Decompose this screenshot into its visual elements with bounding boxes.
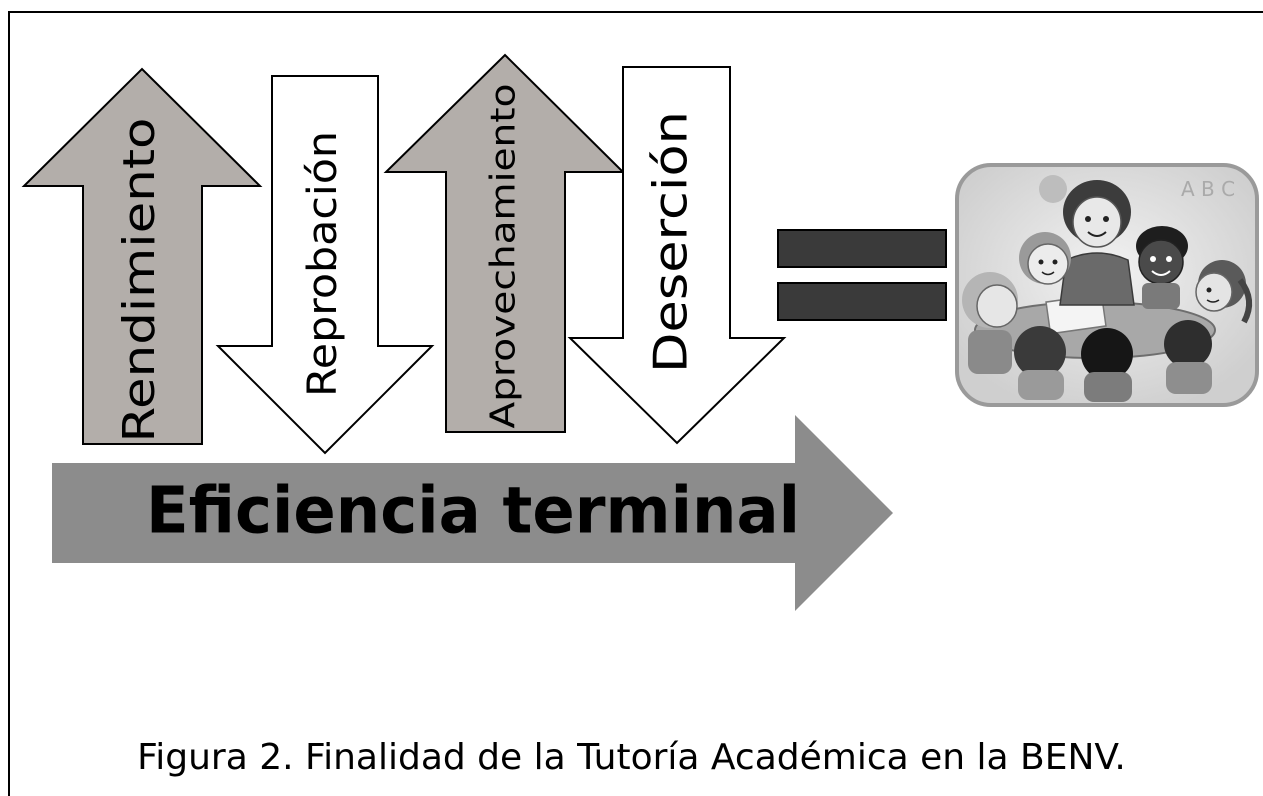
figure-caption: Figura 2. Finalidad de la Tutoría Académ… xyxy=(137,737,1126,778)
arrow-desercion-shape xyxy=(567,66,787,445)
board-letters: A B C xyxy=(1181,177,1235,201)
child-far-left xyxy=(962,272,1018,374)
arrow-rendimiento-shape xyxy=(21,67,263,445)
main-arrow-shape xyxy=(52,415,893,611)
arrow-reprobacion-label: Reprobación xyxy=(300,131,346,397)
arrow-aprovechamiento-shape xyxy=(383,53,626,433)
classroom-illustration: A B C xyxy=(955,163,1259,407)
frame-border xyxy=(8,11,1263,796)
children-front-row xyxy=(1014,320,1212,402)
arrow-desercion-label: Deserción xyxy=(644,111,698,373)
teacher-figure xyxy=(1059,180,1135,306)
main-arrow-label: Eficiencia terminal xyxy=(146,475,800,549)
arrow-reprobacion-shape xyxy=(215,75,435,455)
wall-clock xyxy=(1039,175,1067,203)
child-right-boy xyxy=(1136,226,1188,309)
arrow-rendimiento-label: Rendimiento xyxy=(114,118,165,443)
arrow-aprovechamiento-label: Aprovechamiento xyxy=(484,84,524,429)
child-left-girl xyxy=(1019,232,1071,285)
equals-sign xyxy=(777,229,947,321)
child-far-right-girl xyxy=(1195,260,1253,324)
equals-top-bar xyxy=(777,229,947,268)
equals-bottom-bar xyxy=(777,282,947,321)
